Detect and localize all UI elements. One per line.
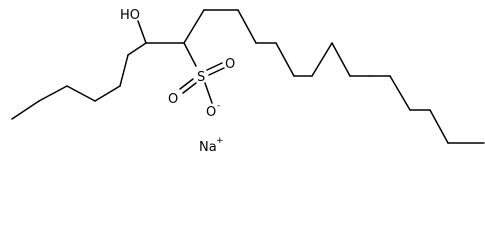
bond [127,42,147,56]
sulfur-oxygen-double-bond [208,67,225,76]
bond [11,100,40,120]
bond [429,109,449,144]
oxygen-anion-charge: - [217,101,220,111]
bond [331,42,351,77]
bond [389,75,411,111]
structure-canvas: HO S O O O - Na + [11,8,485,155]
hydroxyl-label: HO [120,8,140,23]
bond [66,85,96,102]
bond [94,85,121,102]
right-alkyl-chain [183,9,485,144]
sulfur-oxygen-double-bond [182,82,197,94]
sulfonate-group [179,62,225,104]
bond [38,85,68,102]
sulfur-oxygen-single-bond [204,82,213,104]
hydroxyl-bond [137,20,147,44]
sulfur-oxygen-double-bond [179,78,194,90]
bond [237,9,257,44]
bond [275,42,295,77]
carbon-sulfur-bond [183,42,197,67]
bond [183,9,205,44]
sodium-label: Na [199,140,217,155]
bond [311,42,333,77]
oxygen-anion-label: O [206,105,216,120]
oxygen-upper-label: O [225,57,235,72]
sulfur-oxygen-double-bond [206,62,223,71]
left-alkyl-chain [11,42,147,120]
sodium-hydroxyhexadecanesulfonate-structure: HO S O O O - Na + [11,8,485,155]
sulfur-label: S [197,70,205,85]
sodium-charge: + [216,136,224,146]
bond [119,54,129,87]
oxygen-lower-label: O [168,92,178,107]
